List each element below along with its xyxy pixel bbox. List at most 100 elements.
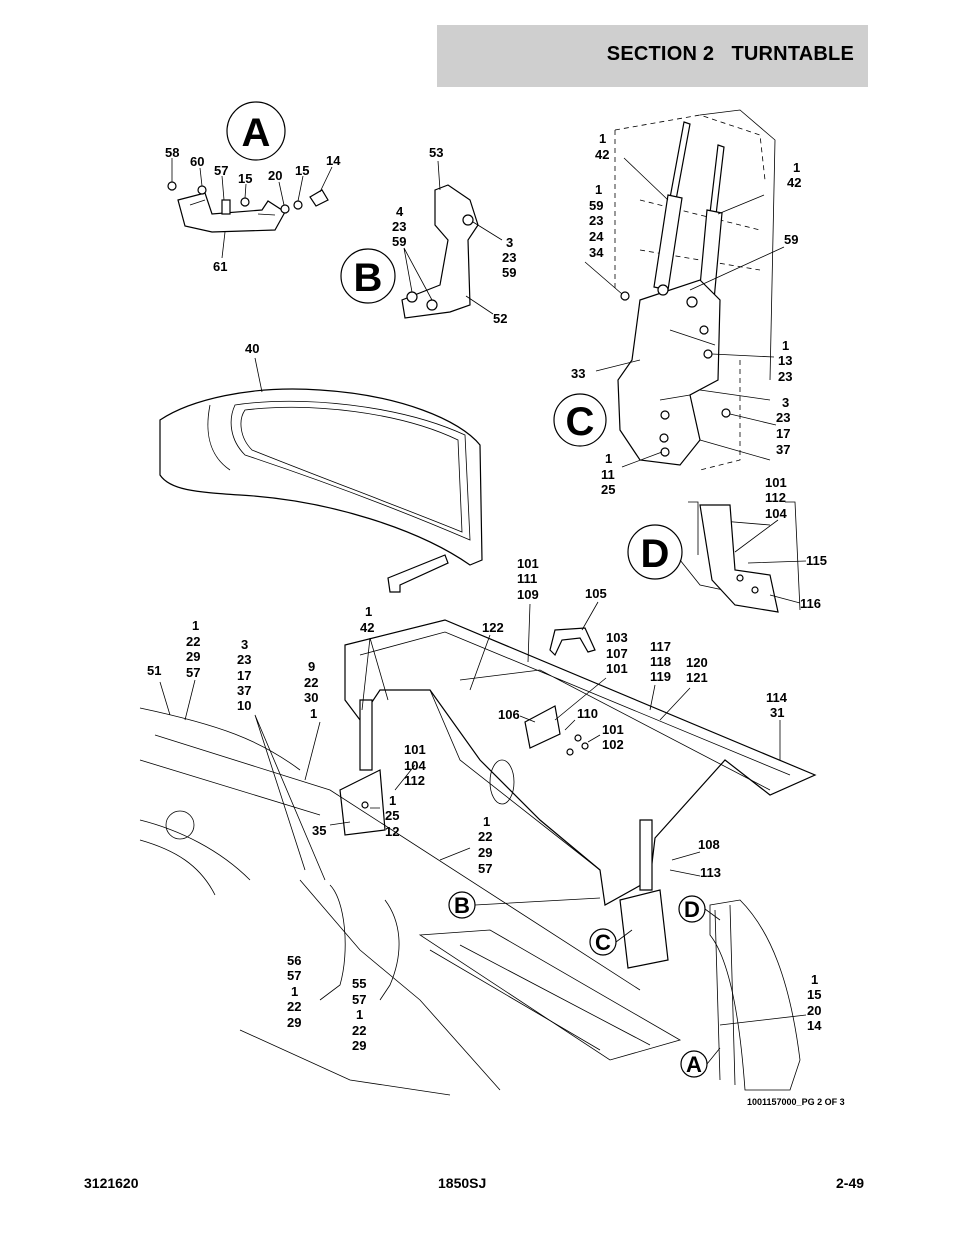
callout-104: 104 <box>765 506 787 521</box>
callout-59: 59 <box>392 234 406 249</box>
bolt-c5 <box>660 447 670 457</box>
detail-a: A 58 60 57 15 20 15 14 61 <box>165 101 341 274</box>
callout-106: 106 <box>498 707 520 722</box>
washer-20 <box>280 204 290 214</box>
callout-111: 111 <box>517 571 537 586</box>
callout-22: 22 <box>186 634 200 649</box>
bracket-part <box>401 184 479 319</box>
bolt-c3 <box>660 410 670 420</box>
callout-20: 20 <box>807 1003 821 1018</box>
bolt-c1 <box>699 325 709 335</box>
callout-1: 1 <box>389 793 396 808</box>
callout-113: 113 <box>700 865 721 880</box>
bolt-d1 <box>736 574 744 582</box>
detail-c-letter: C <box>566 400 595 444</box>
screw-14 <box>309 189 329 207</box>
callout-1: 1 <box>811 972 818 987</box>
callout-23: 23 <box>776 410 790 425</box>
callout-57: 57 <box>186 665 200 680</box>
callout-112: 112 <box>765 490 786 505</box>
callout-52: 52 <box>493 311 507 326</box>
callout-31: 31 <box>770 705 784 720</box>
ref-letter-c: C <box>595 930 611 955</box>
detail-d-leaders <box>734 519 807 604</box>
detail-c: C 1 42 1 42 1 59 23 24 34 59 33 1 13 <box>553 109 801 497</box>
callout-17: 17 <box>776 426 790 441</box>
detail-b-letter: B <box>354 256 383 300</box>
callout-35: 35 <box>312 823 326 838</box>
callout-1: 1 <box>605 451 612 466</box>
callout-25: 25 <box>385 808 399 823</box>
callout-1: 1 <box>782 338 789 353</box>
cover-side-edge <box>207 404 231 471</box>
callout-17: 17 <box>237 668 251 683</box>
screw-110a <box>574 734 582 742</box>
callout-60: 60 <box>190 154 204 169</box>
detail-b-circle <box>340 248 396 304</box>
bolt-d2 <box>751 586 759 594</box>
footer-doc-number: 3121620 <box>84 1175 139 1191</box>
cover-inner-panel <box>230 400 471 541</box>
bracket-fastener-top <box>462 214 474 226</box>
callout-53: 53 <box>429 145 443 160</box>
callout-29: 29 <box>287 1015 301 1030</box>
latch-106 <box>524 705 561 749</box>
battery-tray-ribs <box>429 944 651 1051</box>
callout-29: 29 <box>186 649 200 664</box>
bolt-c4 <box>659 433 669 443</box>
callout-101: 101 <box>602 722 624 737</box>
deck-hole <box>165 810 195 840</box>
callout-34: 34 <box>589 245 604 260</box>
ref-letter-d: D <box>684 897 700 922</box>
callout-23: 23 <box>589 213 603 228</box>
callout-24: 24 <box>589 229 604 244</box>
detail-c-leaders <box>584 157 785 468</box>
callout-42: 42 <box>787 175 801 190</box>
callout-1: 1 <box>595 182 602 197</box>
callout-1: 1 <box>291 984 298 999</box>
nut-15b <box>293 200 303 210</box>
section-title: SECTION 2 TURNTABLE <box>607 43 854 66</box>
footer-model: 1850SJ <box>438 1175 487 1191</box>
callout-110: 110 <box>577 706 598 721</box>
callout-15: 15 <box>807 987 821 1002</box>
callout-1: 1 <box>192 618 199 633</box>
callout-37: 37 <box>776 442 790 457</box>
callout-101: 101 <box>404 742 426 757</box>
callout-37: 37 <box>237 683 251 698</box>
callout-122: 122 <box>482 620 504 635</box>
nut-15 <box>240 197 250 207</box>
callout-121: 121 <box>686 670 708 685</box>
bracket-fastener-right <box>426 299 438 311</box>
callout-42: 42 <box>595 147 609 162</box>
callout-115: 115 <box>806 553 827 568</box>
gas-spring-rod-2 <box>709 144 725 216</box>
frame-outline <box>699 109 776 461</box>
left-hinge-bolt <box>361 801 369 809</box>
pivot-2 <box>686 296 698 308</box>
ref-leaders <box>474 897 721 1065</box>
main-assembly: B C D A 101 111 109 105 1 42 122 103 107… <box>139 556 822 1096</box>
detail-d-letter: D <box>641 532 670 576</box>
callout-42: 42 <box>360 620 374 635</box>
callout-23: 23 <box>778 369 792 384</box>
callout-102: 102 <box>602 737 624 752</box>
callout-1: 1 <box>793 160 800 175</box>
callout-22: 22 <box>287 999 301 1014</box>
callout-13: 13 <box>778 353 792 368</box>
callout-22: 22 <box>478 829 492 844</box>
callout-118: 118 <box>650 654 671 669</box>
callout-112: 112 <box>404 773 425 788</box>
callout-1: 1 <box>310 706 317 721</box>
bracket-fastener-left <box>406 291 418 303</box>
callout-15: 15 <box>238 171 252 186</box>
callout-105: 105 <box>585 586 607 601</box>
hinge-edges <box>659 329 716 401</box>
detail-a-circle <box>226 101 286 161</box>
callout-101: 101 <box>606 661 628 676</box>
callout-107: 107 <box>606 646 628 661</box>
callout-1: 1 <box>483 814 490 829</box>
callout-33: 33 <box>571 366 585 381</box>
background-outline <box>614 114 766 471</box>
cover-40: 40 <box>159 341 483 593</box>
